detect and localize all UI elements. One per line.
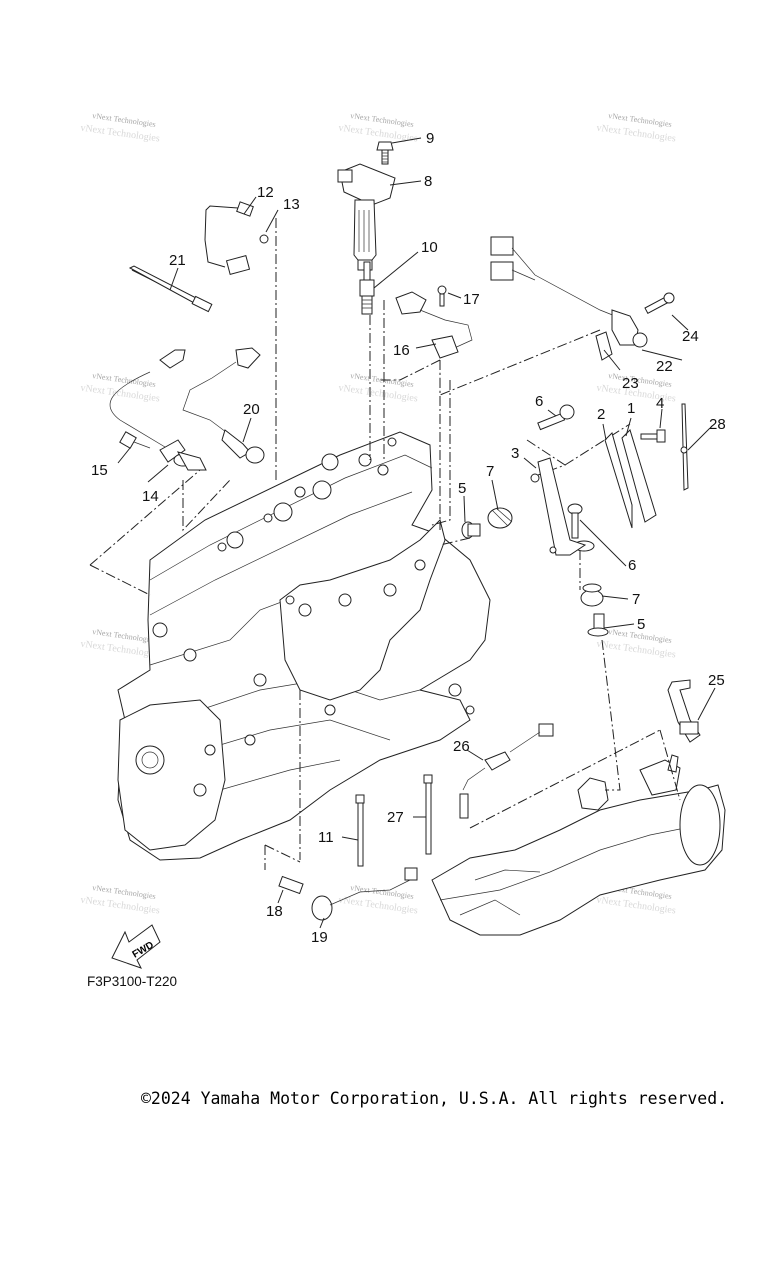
part-7-grommet-upper [487,507,513,529]
part-11-cable-tie [355,794,365,867]
part-24-bolt [644,292,675,314]
part-25-clamp [667,679,701,743]
callout-6-upper: 6 [535,393,543,410]
callout-16: 16 [393,342,410,359]
part-5-collar-upper [461,521,481,539]
part-3-bracket [530,457,587,556]
callout-22: 22 [656,358,673,375]
callout-27: 27 [387,809,404,826]
diagram-code: F3P3100-T220 [87,974,178,989]
leader-lines [117,137,716,929]
callouts: 9 8 10 12 13 21 17 16 24 22 23 20 15 14 … [91,130,726,946]
part-27-cable-tie [423,774,433,855]
part-16-sensor [395,291,473,359]
callout-6-lower: 6 [628,557,636,574]
callout-21: 21 [169,252,186,269]
fwd-arrow-icon: FWD [111,924,161,969]
callout-14: 14 [142,488,159,505]
callout-5-upper: 5 [458,480,466,497]
callout-1: 1 [627,400,635,417]
callout-8: 8 [424,173,432,190]
callout-10: 10 [421,239,438,256]
engine-block [117,431,491,861]
part-22-sensor-harness [490,236,648,361]
part-5-collar-lower [587,613,609,637]
callout-17: 17 [463,291,480,308]
part-10-spark-plug [359,261,375,315]
part-6-bolt-upper [537,404,575,431]
callout-28: 28 [709,416,726,433]
exhaust-manifold [431,754,726,936]
part-9-bolt [376,141,394,165]
part-2-gasket [604,432,633,529]
part-12-temp-sensor [204,201,269,275]
callout-13: 13 [283,196,300,213]
callout-5-lower: 5 [637,616,645,633]
part-19-knock-sensor [311,867,418,921]
part-26-sensor [459,723,554,819]
part-18-sensor [278,875,304,895]
callout-26: 26 [453,738,470,755]
callout-18: 18 [266,903,283,920]
part-28-cable-tie [680,403,689,491]
part-7-grommet-lower [580,583,604,607]
part-21-bolt [128,265,213,313]
part-8-ignition-coil [337,163,396,271]
callout-11: 11 [318,829,334,846]
part-14-crank-sensor [109,349,207,471]
callout-25: 25 [708,672,725,689]
callout-15: 15 [91,462,108,479]
callout-7-upper: 7 [486,463,494,480]
callout-2: 2 [597,406,605,423]
callout-20: 20 [243,401,260,418]
callout-24: 24 [682,328,699,345]
callout-23: 23 [622,375,639,392]
callout-3: 3 [511,445,519,462]
callout-7-lower: 7 [632,591,640,608]
part-4-bolt [640,429,666,443]
callout-12: 12 [257,184,274,201]
part-20-sensor [182,347,265,464]
callout-4: 4 [656,395,664,412]
copyright-notice: ©2024 Yamaha Motor Corporation, U.S.A. A… [141,1089,728,1108]
callout-9: 9 [426,130,434,147]
callout-19: 19 [311,929,328,946]
part-17-bolt [437,285,447,307]
assembly-lines [89,218,681,870]
